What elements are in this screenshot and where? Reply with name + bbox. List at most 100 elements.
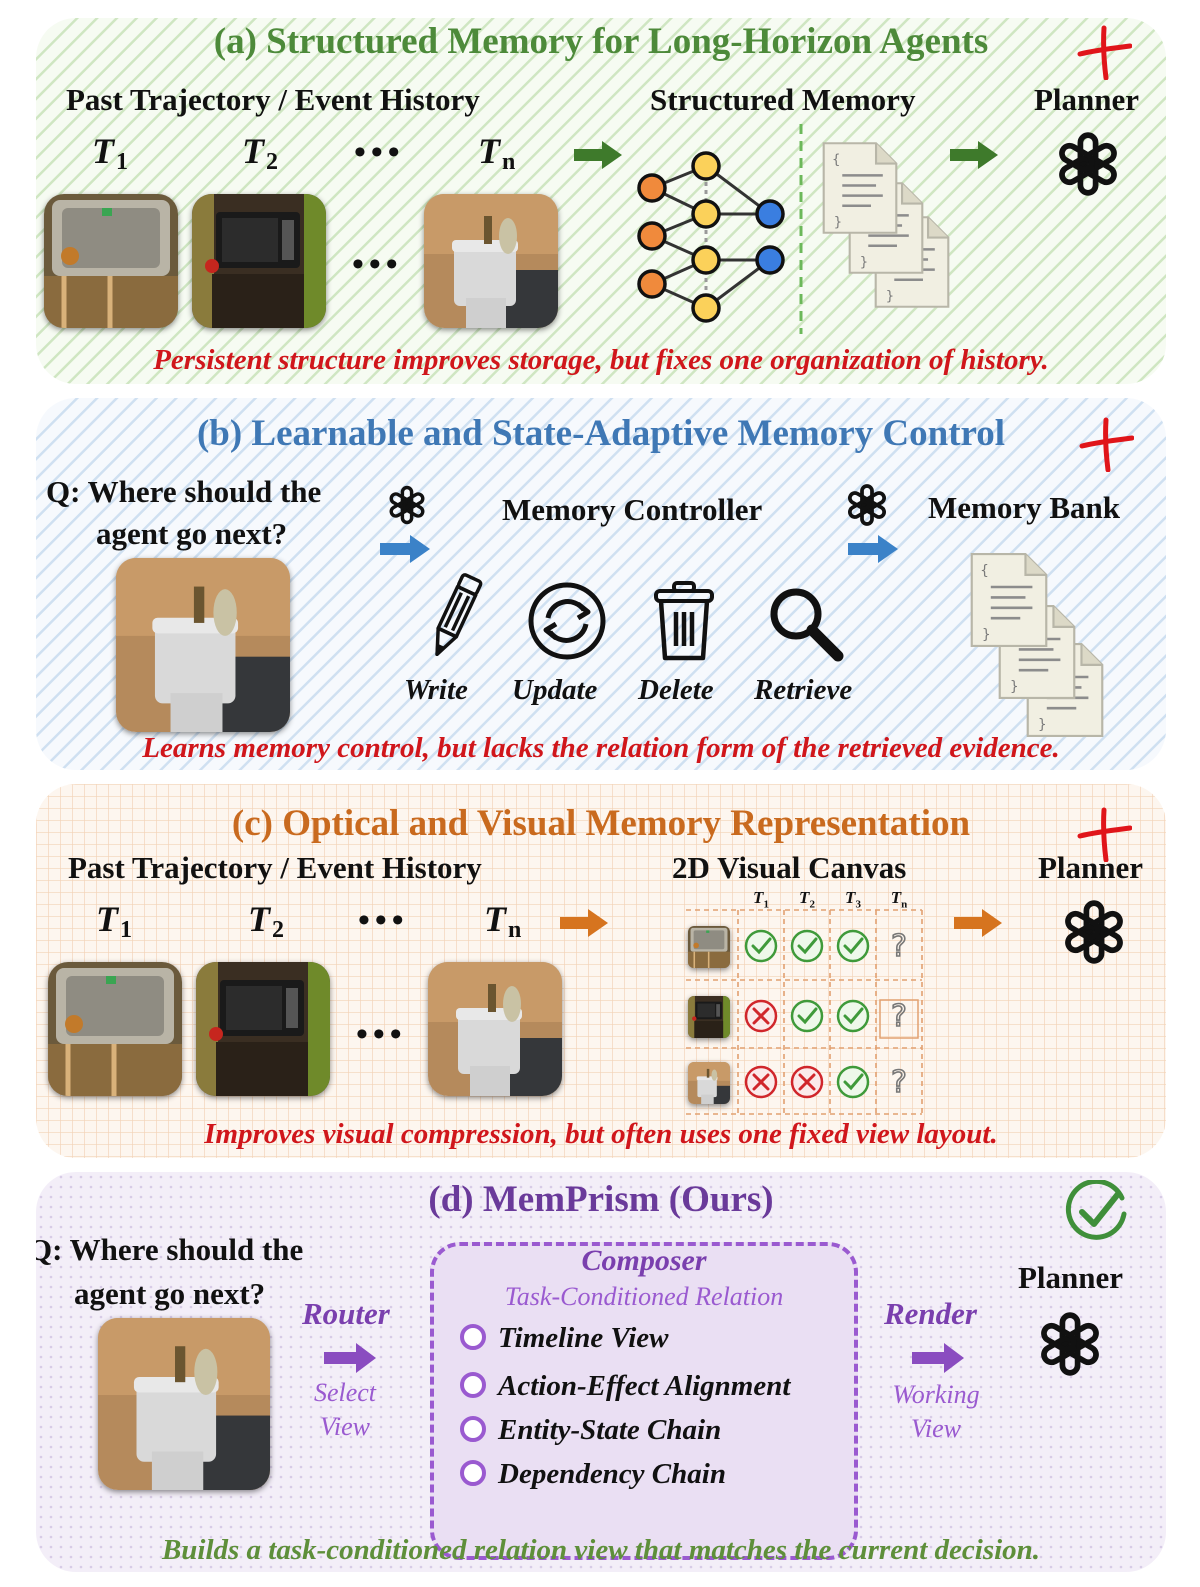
op-update: Update — [512, 674, 598, 706]
visual-canvas-grid: T1 T2 T3 Tn ??? — [686, 888, 926, 1118]
grid-col-t1: T1 — [753, 888, 769, 911]
arrow-right-icon — [560, 909, 608, 937]
document-stack-icon — [822, 141, 950, 309]
svg-text:?: ? — [891, 929, 907, 964]
openai-logo-icon — [1056, 894, 1132, 970]
grid-cells: ??? — [744, 928, 908, 1101]
frame-toilet — [116, 558, 290, 732]
composer-box — [430, 1242, 858, 1560]
openai-logo-icon — [846, 484, 888, 526]
green-check-icon — [1065, 1180, 1127, 1240]
grid-cell-cross-icon — [744, 1065, 778, 1099]
frame-toilet — [98, 1318, 270, 1490]
panel-a-caption: Persistent structure improves storage, b… — [153, 344, 1049, 376]
panel-b-caption: Learns memory control, but lacks the rel… — [142, 732, 1060, 764]
grid-col-tn: Tn — [890, 888, 908, 911]
timestep-t2: T2 — [242, 131, 278, 175]
arrow-right-icon — [574, 141, 622, 169]
grid-cell-check-icon — [836, 999, 870, 1033]
svg-text:?: ? — [891, 999, 907, 1034]
frame-sink — [48, 962, 182, 1096]
question-line2: agent go next? — [96, 516, 288, 551]
structured-memory-header: Structured Memory — [650, 82, 916, 117]
grid-col-t3: T3 — [845, 888, 861, 911]
grid-cell-cross-icon — [744, 999, 778, 1033]
grid-cell-check-icon — [836, 929, 870, 963]
pencil-icon — [435, 573, 483, 657]
panel-a-title: (a) Structured Memory for Long-Horizon A… — [213, 21, 989, 62]
trash-icon — [654, 581, 714, 661]
radio-icon — [460, 1416, 486, 1442]
view-option-entity-state[interactable]: Entity-State Chain — [460, 1414, 721, 1447]
grid-col-t2: T2 — [799, 888, 815, 911]
red-cross-icon — [1077, 25, 1132, 80]
view-option-dependency[interactable]: Dependency Chain — [460, 1458, 726, 1491]
timestep-t2: T2 — [248, 899, 284, 943]
panel-d-caption: Builds a task-conditioned relation view … — [161, 1534, 1041, 1566]
render-label: Render — [884, 1296, 977, 1331]
panel-d-title: (d) MemPrism (Ours) — [428, 1179, 774, 1220]
planner-header: Planner — [1034, 82, 1140, 117]
graph-nodes-icon — [637, 151, 785, 323]
frame-ellipsis: ••• — [356, 1016, 407, 1053]
openai-logo-icon — [387, 485, 427, 525]
select-line1: Select — [313, 1378, 377, 1407]
op-write: Write — [404, 674, 468, 706]
question-line1: Q: Where should the — [46, 474, 322, 509]
radio-icon — [460, 1460, 486, 1486]
grid-cell-check-icon — [790, 999, 824, 1033]
trajectory-header: Past Trajectory / Event History — [68, 850, 482, 885]
timestep-ellipsis: ••• — [358, 902, 409, 939]
timestep-ellipsis: ••• — [354, 134, 405, 171]
grid-col-headers: T1 T2 T3 Tn — [738, 888, 922, 910]
magnifier-icon — [770, 588, 844, 662]
grid-cell-question-icon: ? — [890, 998, 908, 1035]
planner-header: Planner — [1038, 850, 1144, 885]
panel-c: (c) Optical and Visual Memory Representa… — [36, 784, 1166, 1158]
refresh-icon — [528, 582, 606, 660]
question-line1: Q: Where should the — [36, 1232, 304, 1267]
frame-sink — [44, 194, 178, 328]
select-view-label: Select View — [290, 1376, 400, 1444]
timestep-t1: T1 — [92, 131, 128, 175]
frame-ellipsis: ••• — [352, 246, 403, 283]
view-option-action-effect[interactable]: Action-Effect Alignment — [460, 1370, 790, 1403]
op-retrieve: Retrieve — [754, 674, 853, 706]
question-line2: agent go next? — [74, 1276, 266, 1311]
arrow-right-icon — [380, 535, 430, 563]
frame-toilet — [428, 962, 562, 1096]
red-cross-icon — [1079, 417, 1134, 472]
radio-icon — [460, 1372, 486, 1398]
arrow-right-icon — [848, 535, 898, 563]
document-stack-icon — [970, 552, 1104, 738]
panel-b: (b) Learnable and State-Adaptive Memory … — [36, 398, 1166, 770]
arrow-right-icon — [950, 141, 998, 169]
frame-microwave — [192, 194, 326, 328]
memory-controller-header: Memory Controller — [502, 492, 763, 527]
arrow-right-icon — [912, 1343, 964, 1373]
grid-cell-question-icon: ? — [890, 1064, 908, 1101]
svg-text:?: ? — [891, 1065, 907, 1100]
working-line2: View — [910, 1414, 962, 1443]
grid-cell-check-icon — [836, 1065, 870, 1099]
canvas-header: 2D Visual Canvas — [672, 850, 907, 885]
grid-cell-cross-icon — [790, 1065, 824, 1099]
grid-cell-question-icon: ? — [890, 928, 908, 965]
arrow-right-icon — [324, 1343, 376, 1373]
frame-toilet — [424, 194, 558, 328]
working-line1: Working — [892, 1380, 980, 1409]
memory-bank-header: Memory Bank — [928, 490, 1121, 525]
panel-a: (a) Structured Memory for Long-Horizon A… — [36, 18, 1166, 384]
panel-b-title: (b) Learnable and State-Adaptive Memory … — [196, 413, 1006, 454]
panel-d: (d) MemPrism (Ours) Q: Where should the … — [36, 1172, 1166, 1572]
router-label: Router — [302, 1296, 390, 1331]
working-view-label: Working View — [874, 1378, 998, 1446]
timestep-tn: Tn — [478, 131, 516, 175]
view-option-timeline[interactable]: Timeline View — [460, 1322, 669, 1355]
panel-c-title: (c) Optical and Visual Memory Representa… — [231, 803, 971, 844]
red-cross-icon — [1077, 807, 1132, 862]
grid-cell-check-icon — [744, 929, 778, 963]
trajectory-header: Past Trajectory / Event History — [66, 82, 480, 117]
dashed-divider — [799, 124, 803, 334]
timestep-tn: Tn — [484, 899, 522, 943]
